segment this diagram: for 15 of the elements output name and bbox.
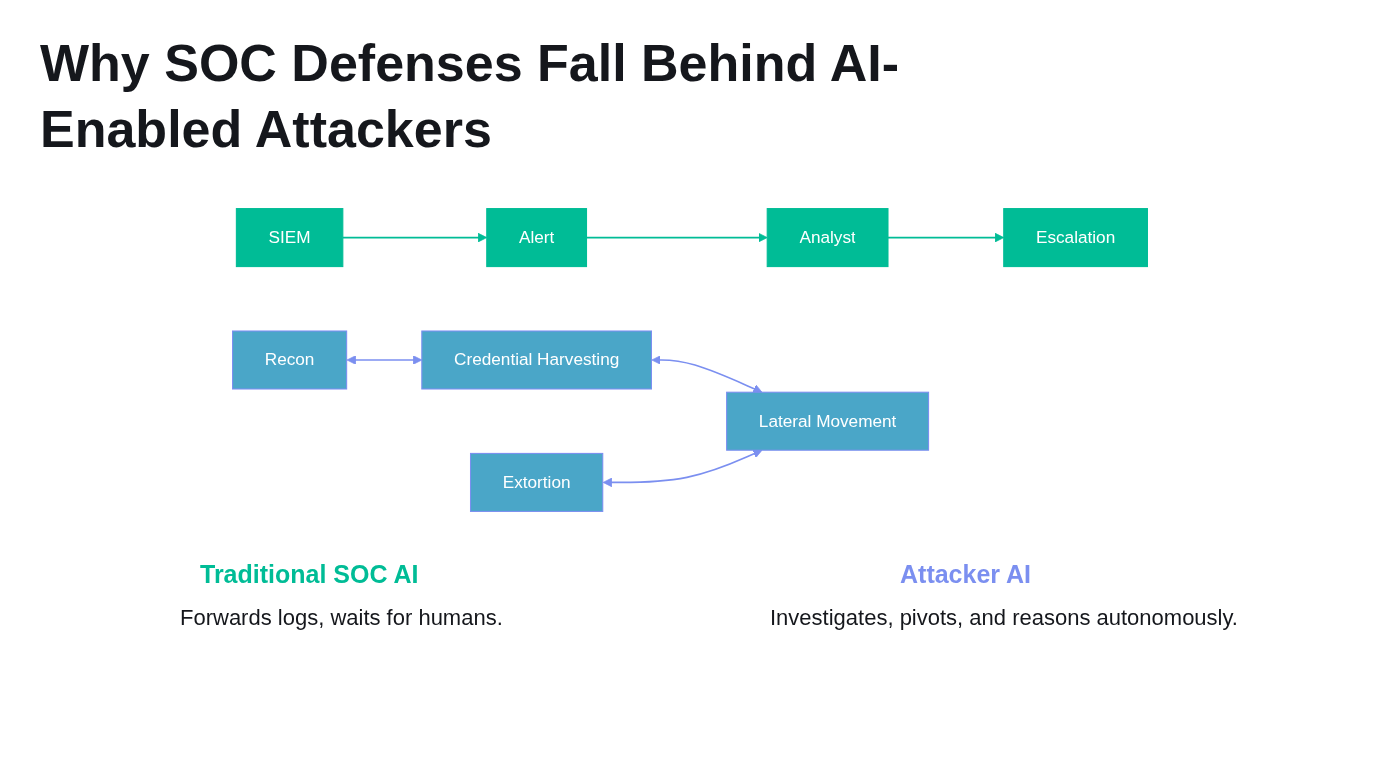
node-box: SIEM bbox=[235, 208, 344, 268]
node-box: Credential Harvesting bbox=[421, 330, 652, 390]
node-box: Escalation bbox=[1003, 208, 1148, 268]
description-text: Forwards logs, waits for humans. bbox=[180, 605, 503, 631]
node-box: Recon bbox=[232, 330, 348, 390]
description-text: Investigates, pivots, and reasons autonomously. bbox=[770, 605, 1238, 631]
arrow bbox=[602, 449, 763, 488]
group-heading: Traditional SOC AI bbox=[200, 560, 419, 589]
node-box: Alert bbox=[486, 208, 588, 268]
group-heading: Attacker AI bbox=[900, 560, 1032, 589]
arrow bbox=[651, 355, 763, 394]
node-box: Extortion bbox=[470, 452, 604, 512]
title: Why SOC Defenses Fall Behind AI-Enabled Attackers bbox=[40, 33, 901, 160]
node-box: Analyst bbox=[766, 208, 889, 268]
node-box: Lateral Movement bbox=[726, 391, 930, 451]
